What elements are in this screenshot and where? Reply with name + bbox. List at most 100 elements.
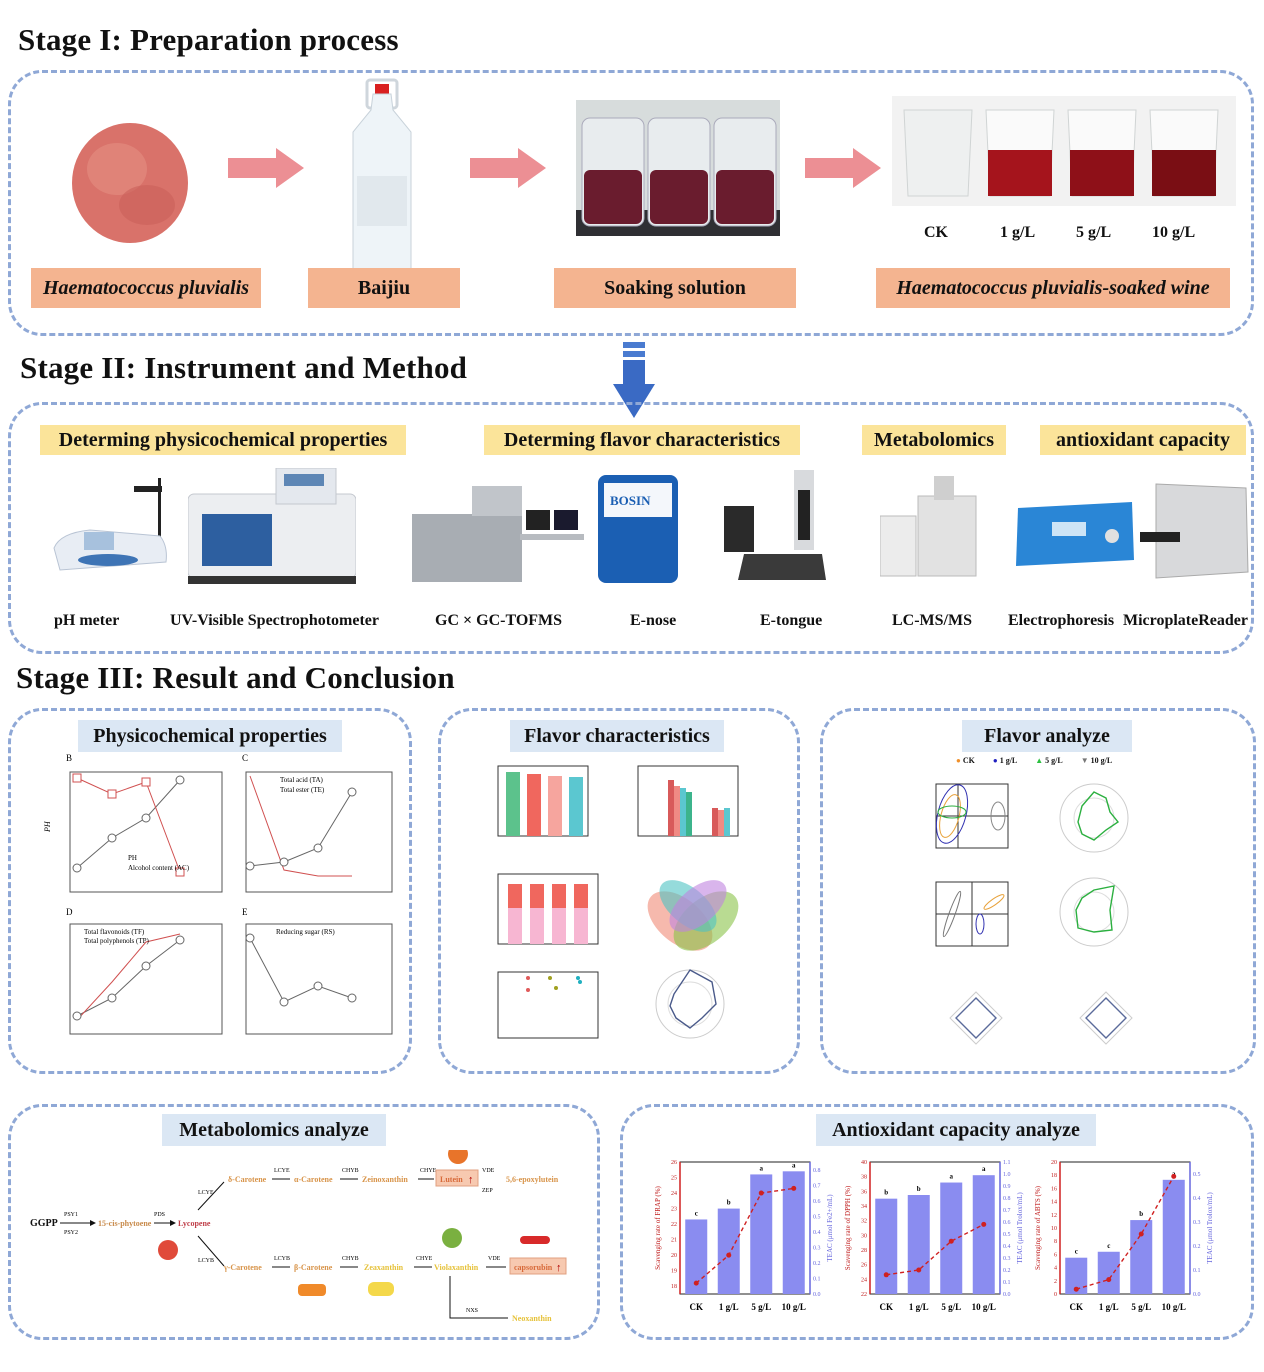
y-tick-label: 0: [1054, 1292, 1057, 1298]
mango-icon: [442, 1228, 462, 1248]
y-tick-label: 4: [1054, 1266, 1057, 1272]
node-beta: β-Carotene: [294, 1263, 333, 1272]
enzyme-label: LCYB: [198, 1258, 214, 1264]
y2-axis-label: TEAC (μmol Trolox/mL): [1206, 1192, 1214, 1264]
arrow-up-icon: ↑: [556, 1262, 562, 1274]
flavor-an-box: [820, 708, 1256, 1074]
significance-letter: c: [1075, 1248, 1078, 1256]
ph-meter-image: [53, 478, 167, 571]
flavor-an-legend: ● CK ● 1 g/L ▲ 5 g/L ▼ 10 g/L: [956, 756, 1112, 765]
node-delta: δ-Carotene: [228, 1175, 267, 1184]
bar: [940, 1182, 963, 1294]
flavor-char-charts: [497, 765, 739, 1039]
teac-line: [695, 1187, 794, 1284]
teac-point: [791, 1185, 797, 1191]
carrot-icon: [298, 1284, 326, 1296]
y-tick-label: 21: [671, 1238, 677, 1244]
enzyme-label: VDE: [488, 1256, 501, 1262]
node-epox: 5,6-epoxylutein: [506, 1175, 559, 1184]
y-tick-label: 24: [861, 1277, 867, 1283]
y-tick-label: 34: [861, 1204, 867, 1210]
step-label-wine-text: Haematococcus pluvialis-soaked wine: [896, 276, 1210, 299]
x-tick-label: 1 g/L: [909, 1302, 929, 1312]
abts-chart: 024681012141618200.00.10.20.30.40.5Scave…: [1034, 1160, 1214, 1312]
bar: [1065, 1257, 1088, 1294]
bar: [1097, 1251, 1120, 1294]
y2-tick-label: 0.0: [1003, 1292, 1011, 1298]
stage3-title: Stage III: Result and Conclusion: [16, 660, 455, 695]
microplate-reader-image: [1140, 483, 1249, 579]
x-tick-label: CK: [690, 1302, 704, 1312]
y2-tick-label: 0.2: [813, 1261, 821, 1267]
y2-tick-label: 0.7: [813, 1183, 821, 1189]
stage2-title: Stage II: Instrument and Method: [20, 350, 468, 385]
bar: [1130, 1220, 1153, 1294]
arrow-right-icon: [805, 148, 881, 188]
uv-spectrophotometer-image: [188, 468, 356, 584]
e-nose-image: BOSIN: [598, 475, 678, 583]
node-viola: Violaxanthin: [434, 1263, 479, 1272]
teac-line: [1076, 1176, 1175, 1290]
significance-letter: a: [760, 1164, 764, 1172]
significance-letter: c: [1107, 1242, 1110, 1250]
group-antioxidant: antioxidant capacity: [1040, 425, 1246, 455]
y-tick-label: 22: [671, 1222, 677, 1228]
instrument-label: MicroplateReader: [1123, 612, 1248, 629]
algae-powder-image: [72, 123, 188, 243]
y-tick-label: 20: [1051, 1160, 1057, 1166]
legend-5gl: ▲ 5 g/L: [1035, 756, 1063, 765]
legend-10gl: ▼ 10 g/L: [1080, 756, 1113, 765]
baijiu-bottle-image: [352, 78, 412, 273]
y-tick-label: 26: [671, 1160, 677, 1166]
y-axis-label: Scavenging rate of ABTS (%): [1034, 1185, 1042, 1270]
y-tick-label: 22: [861, 1292, 867, 1298]
y-tick-label: 19: [671, 1269, 677, 1275]
e-tongue-image: [724, 470, 826, 580]
teac-point: [693, 1280, 699, 1286]
node-zeino: Zeinoxanthin: [362, 1175, 408, 1184]
y-tick-label: 23: [671, 1207, 677, 1213]
bar: [782, 1171, 805, 1294]
step-label-wine: Haematococcus pluvialis-soaked wine: [876, 268, 1230, 308]
teac-point: [1171, 1173, 1177, 1179]
antioxidant-title: Antioxidant capacity analyze: [816, 1114, 1096, 1146]
frap-chart: 1819202122232425260.00.10.20.30.40.50.60…: [654, 1160, 834, 1312]
y-tick-label: 2: [1054, 1279, 1057, 1285]
y-tick-label: 18: [1051, 1173, 1057, 1179]
instrument-label: E-tongue: [760, 612, 823, 629]
panel-letter: D: [66, 907, 73, 917]
y2-tick-label: 0.6: [813, 1199, 821, 1205]
flavor-char-title: Flavor characteristics: [510, 720, 724, 752]
antioxidant-box: [620, 1104, 1254, 1340]
conc-label: CK: [924, 224, 948, 241]
instrument-label: Electrophoresis: [1008, 612, 1115, 629]
electrophoresis-image: [1016, 502, 1134, 566]
significance-letter: b: [884, 1189, 888, 1197]
significance-letter: b: [727, 1199, 731, 1207]
y2-tick-label: 0.1: [813, 1276, 821, 1282]
flavor-an-title: Flavor analyze: [962, 720, 1132, 752]
instrument-label: UV-Visible Spectrophotometer: [170, 612, 379, 629]
arrow-right-icon: [228, 148, 304, 188]
flavor-an-charts: [935, 783, 1133, 1045]
enzyme-label: ZEP: [482, 1188, 493, 1194]
significance-letter: c: [695, 1209, 698, 1217]
node-lutein: Lutein: [440, 1175, 463, 1184]
y2-tick-label: 0.5: [1003, 1232, 1011, 1238]
flower-icon: [448, 1150, 468, 1164]
enzyme-label: LCYE: [274, 1168, 290, 1174]
group-flavor: Determing flavor characteristics: [484, 425, 800, 455]
node-zea: Zeaxanthin: [364, 1263, 404, 1272]
teac-point: [726, 1252, 732, 1258]
group-metabolomics: Metabolomics: [862, 425, 1006, 455]
group-physicochemical: Determing physicochemical properties: [40, 425, 406, 455]
significance-letter: a: [1172, 1170, 1176, 1178]
bar: [907, 1195, 930, 1294]
y2-tick-label: 1.1: [1003, 1160, 1011, 1166]
x-tick-label: 5 g/L: [1131, 1302, 1151, 1312]
y-tick-label: 30: [861, 1233, 867, 1239]
legend-item: Total polyphenols (TP): [84, 937, 150, 945]
y-tick-label: 10: [1051, 1226, 1057, 1232]
x-tick-label: CK: [880, 1302, 894, 1312]
bar: [972, 1175, 995, 1294]
